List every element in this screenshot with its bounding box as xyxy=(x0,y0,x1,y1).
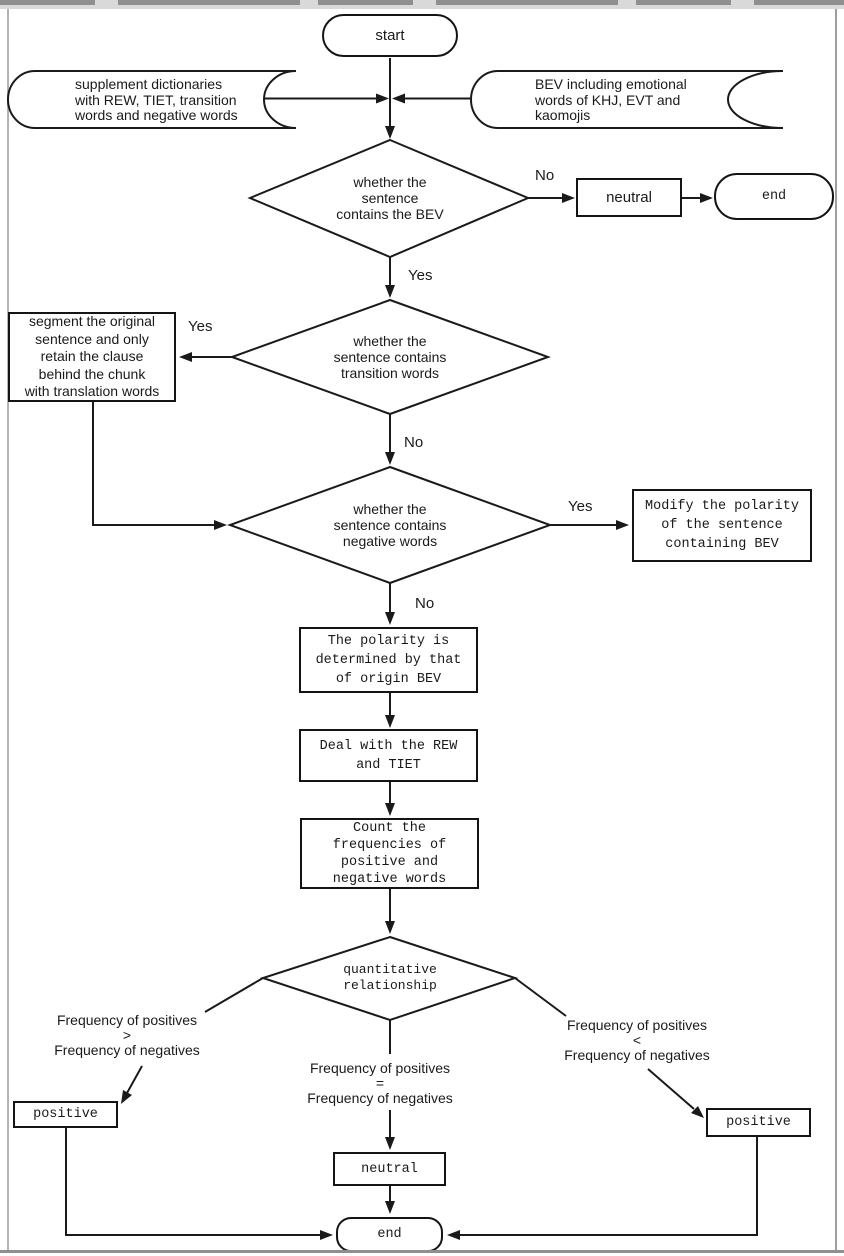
branch-equal-label: Frequency of positives=Frequency of nega… xyxy=(307,1060,453,1106)
terminal-end-top: end xyxy=(714,173,834,220)
page-border-bottom xyxy=(0,1250,844,1253)
edge-label-negative-yes: Yes xyxy=(568,498,593,515)
edge-less-to-positive xyxy=(647,1068,695,1110)
edge-segment-to-negative xyxy=(92,402,214,526)
arrowhead-input-left xyxy=(376,93,389,104)
arrowhead-segment-to-negative xyxy=(214,520,227,530)
arrowhead-negative-no xyxy=(385,612,395,625)
result-positive-right-label: positive xyxy=(726,1115,791,1130)
arrowhead-negative-yes xyxy=(616,520,629,530)
scan-top-band xyxy=(0,0,844,9)
result-neutral-bottom: neutral xyxy=(333,1152,446,1186)
process-neutral-top-label: neutral xyxy=(606,189,652,206)
arrowhead-positive-right-to-end xyxy=(447,1230,460,1240)
result-neutral-bottom-label: neutral xyxy=(361,1161,418,1177)
page-border-left xyxy=(7,9,9,1250)
process-neutral-top: neutral xyxy=(576,178,682,217)
edge-greater-to-positive xyxy=(126,1065,143,1094)
edge-positive-left-to-end xyxy=(65,1128,320,1236)
arrowhead-less-to-positive xyxy=(691,1106,704,1118)
arrowhead-bev-no xyxy=(562,193,575,203)
edge-label-transition-no: No xyxy=(404,434,424,451)
arrowhead-bev-yes xyxy=(385,285,395,298)
terminal-end-bottom-label: end xyxy=(377,1227,402,1242)
page-border-right xyxy=(835,9,837,1250)
branch-greater-label: Frequency of positives>Frequency of nega… xyxy=(54,1012,200,1058)
arrowhead-transition-no xyxy=(385,452,395,465)
arrowhead-polarity-to-deal xyxy=(385,715,395,728)
terminal-start-label: start xyxy=(375,27,405,44)
result-positive-left-label: positive xyxy=(33,1107,98,1122)
arrowhead-start-to-bev xyxy=(385,126,395,139)
arrowhead-input-right xyxy=(392,93,405,104)
edge-positive-right-to-end xyxy=(460,1137,758,1236)
edge-label-bev-yes: Yes xyxy=(408,267,433,284)
edge-label-negative-no: No xyxy=(415,595,435,612)
stored-data-shape-left xyxy=(7,70,297,129)
arrowhead-deal-to-count xyxy=(385,803,395,816)
arrowhead-count-to-quant xyxy=(385,921,395,934)
terminal-start: start xyxy=(322,14,458,57)
arrowhead-neutral-to-end xyxy=(700,193,713,203)
terminal-end-top-label: end xyxy=(761,189,787,204)
result-positive-left: positive xyxy=(13,1101,118,1128)
result-positive-right: positive xyxy=(706,1108,811,1137)
arrowhead-neutral-to-end-bottom xyxy=(385,1201,395,1214)
stored-data-shape-right xyxy=(470,70,784,129)
scan-top-band-dashes xyxy=(0,0,844,5)
terminal-end-bottom: end xyxy=(336,1217,443,1252)
edge-label-transition-yes: Yes xyxy=(188,318,213,335)
edge-label-bev-no: No xyxy=(535,167,555,184)
arrowhead-positive-left-to-end xyxy=(320,1230,333,1240)
arrowhead-transition-yes xyxy=(179,352,192,362)
arrowhead-equal-to-neutral xyxy=(385,1137,395,1150)
edge-quant-left xyxy=(204,977,264,1013)
arrowhead-greater-to-positive xyxy=(121,1090,132,1104)
edge-quant-right xyxy=(514,977,567,1017)
branch-less-label: Frequency of positives<Frequency of nega… xyxy=(564,1017,710,1063)
